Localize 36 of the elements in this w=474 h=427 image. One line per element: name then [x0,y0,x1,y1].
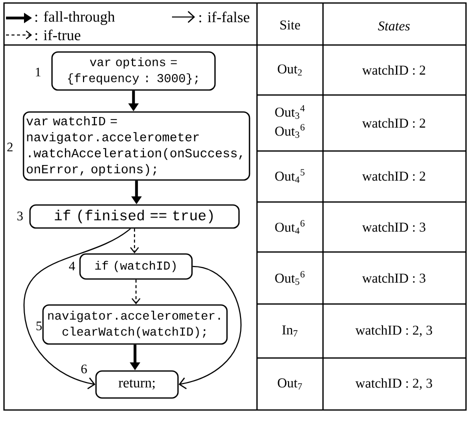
site-name: Out$_{3}$6 [275,124,305,138]
line-number: 4 [69,262,76,270]
site-name: Out$_{2}$ [278,64,302,76]
state-value: watchID : 2, 3 [355,325,432,337]
arrow [132,280,140,304]
column-header: Site [280,20,300,30]
legend-label: : if-false [199,12,250,22]
statement-box: var options = {frequency : 3000}; [51,51,216,91]
statement-box: return; [95,370,179,399]
state-value: watchID : 3 [362,273,426,283]
line-number: 5 [36,322,42,330]
legend-label: : if-true [35,30,80,40]
state-value: watchID : 2 [362,118,426,128]
arrow [130,228,139,254]
statement-box: if (watchID) [79,253,193,280]
curved-arrow [178,266,242,390]
statement-box: var watchID = navigator.accelerometer .watchAcceleration(onSuccess, onError, options); [22,111,250,181]
site-name: Out$_{3}$4 [275,105,305,119]
line-number: 1 [36,68,40,76]
legend-label: : fall-through [35,11,115,25]
statement-box: if (finised == true) [29,204,240,229]
state-value: watchID : 2 [362,65,426,75]
state-value: watchID : 2, 3 [355,378,432,390]
curved-arrow [23,228,131,390]
line-number: 2 [7,142,13,152]
statement-box: navigator.accelerometer. clearWatch(watchID); [42,304,228,345]
site-name: Out$_{5}$6 [275,271,305,285]
site-name: Out$_{4}$5 [275,169,304,183]
line-number: 6 [81,364,87,374]
site-name: In$_{7}$ [282,325,298,336]
state-value: watchID : 2 [362,171,426,181]
line-number: 3 [17,212,23,220]
state-value: watchID : 3 [362,222,426,232]
site-name: Out$_{7}$ [278,378,302,390]
site-name: Out$_{4}$6 [275,220,305,234]
column-header: States [378,21,410,31]
